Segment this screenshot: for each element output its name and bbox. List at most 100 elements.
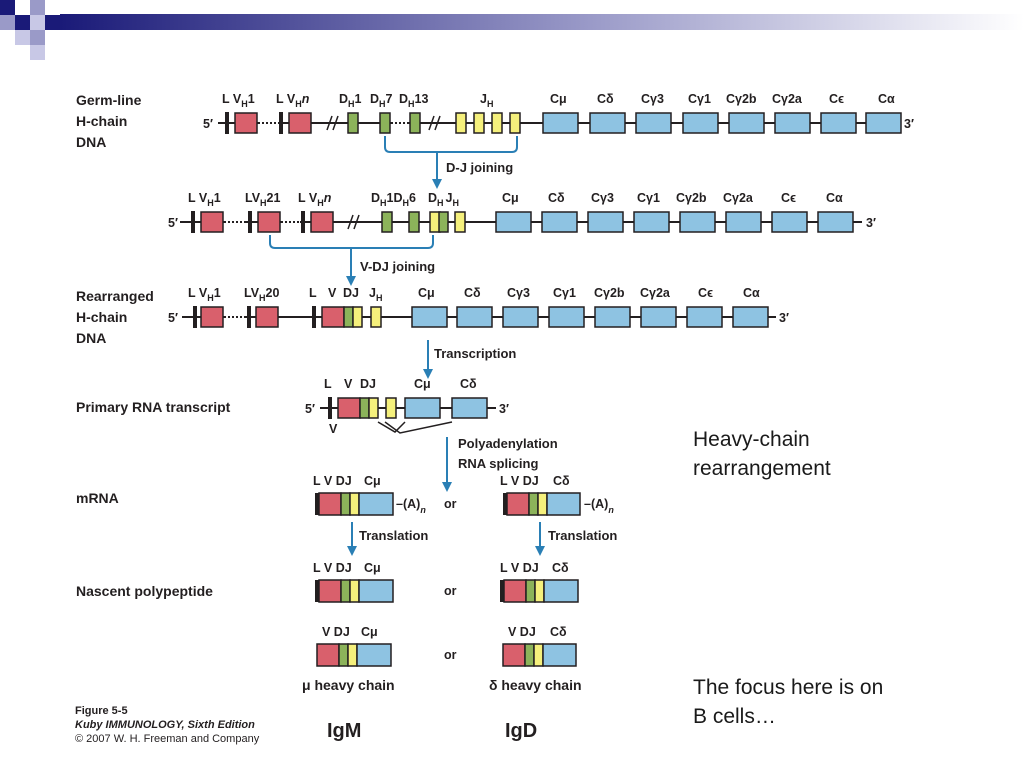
svg-text:Cϵ: Cϵ <box>698 286 713 300</box>
svg-text:L VH1: L VH1 <box>188 191 221 208</box>
svg-text:Cγ3: Cγ3 <box>591 191 614 205</box>
svg-text:μ heavy chain: μ heavy chain <box>302 677 395 693</box>
svg-text:DH1DH6: DH1DH6 <box>371 191 416 208</box>
transcription-label: Transcription <box>434 346 516 361</box>
or-label-heavy-chain: or <box>444 648 457 662</box>
svg-text:DH7: DH7 <box>370 92 393 109</box>
svg-text:L V DJ: L V DJ <box>313 561 352 575</box>
translation-connectors: Translation Translation <box>347 522 617 556</box>
dj-joining-connector: D-J joining <box>384 136 518 189</box>
isotype-igm-label: IgM <box>327 720 361 742</box>
svg-text:L VH1: L VH1 <box>222 92 255 109</box>
figure-source: Kuby IMMUNOLOGY, Sixth Edition <box>75 719 255 731</box>
svg-text:Cδ: Cδ <box>548 191 565 205</box>
polyadenylation-label: Polyadenylation <box>458 436 558 451</box>
mrna-mu: –(A)n L V DJ Cμ <box>313 474 426 516</box>
svg-text:DJ: DJ <box>343 286 359 300</box>
nascent-polypeptide-mu: L V DJ Cμ <box>313 561 394 603</box>
svg-text:Germ-line: Germ-line <box>76 92 142 108</box>
dj-joining-label: D-J joining <box>446 160 513 175</box>
svg-text:L V DJ: L V DJ <box>313 474 352 488</box>
svg-text:3′: 3′ <box>499 402 509 416</box>
processing-connectors: Polyadenylation RNA splicing <box>442 436 558 492</box>
svg-text:Cδ: Cδ <box>550 625 567 639</box>
mrna-delta: –(A)n L V DJ Cδ <box>500 474 614 516</box>
translation-label-delta: Translation <box>548 528 617 543</box>
svg-text:L VHn: L VHn <box>276 92 310 109</box>
heading-line-2: rearrangement <box>693 457 831 480</box>
svg-text:JH: JH <box>369 286 382 303</box>
svg-text:L VH1: L VH1 <box>188 286 221 303</box>
svg-text:Cϵ: Cϵ <box>829 92 844 106</box>
svg-text:3′: 3′ <box>904 117 914 131</box>
svg-text:Cγ2b: Cγ2b <box>726 92 757 106</box>
svg-text:Cμ: Cμ <box>361 625 378 639</box>
svg-text:Rearranged: Rearranged <box>76 288 154 304</box>
vdj-joining-connector: V-DJ joining <box>269 235 435 286</box>
svg-text:Cμ: Cμ <box>364 474 381 488</box>
svg-text:H-chain: H-chain <box>76 113 127 129</box>
svg-text:Cμ: Cμ <box>414 377 431 391</box>
svg-text:V: V <box>328 286 337 300</box>
svg-text:Cγ2a: Cγ2a <box>640 286 671 300</box>
germline-dna-strand: 5′ 3′ <box>203 112 914 134</box>
svg-text:5′: 5′ <box>203 117 213 131</box>
row-label-primary-rna: Primary RNA transcript <box>76 399 231 415</box>
svg-text:Cμ: Cμ <box>364 561 381 575</box>
slide-header-decoration <box>0 0 1024 60</box>
svg-text:–(A)n: –(A)n <box>396 497 426 515</box>
or-label-mrna: or <box>444 497 457 511</box>
svg-text:Cδ: Cδ <box>460 377 477 391</box>
svg-text:5′: 5′ <box>168 216 178 230</box>
svg-text:DNA: DNA <box>76 330 106 346</box>
svg-text:Cδ: Cδ <box>464 286 481 300</box>
svg-text:V: V <box>329 422 338 436</box>
heavy-chain-mu: V DJ Cμ μ heavy chain <box>302 625 395 693</box>
row-label-germline: Germ-line H-chain DNA <box>76 92 142 150</box>
svg-text:Cγ2b: Cγ2b <box>676 191 707 205</box>
nascent-polypeptide-delta: L V DJ Cδ <box>500 561 579 603</box>
svg-text:L: L <box>309 286 317 300</box>
svg-text:LVH21: LVH21 <box>245 191 280 208</box>
svg-text:DH13: DH13 <box>399 92 428 109</box>
svg-text:Cγ2b: Cγ2b <box>594 286 625 300</box>
row-label-nascent-polypeptide: Nascent polypeptide <box>76 583 213 599</box>
svg-text:Cα: Cα <box>743 286 760 300</box>
svg-text:DH1: DH1 <box>339 92 362 109</box>
svg-text:Cγ1: Cγ1 <box>553 286 576 300</box>
rearranged-segment-labels: L VH1 LVH20 L V DJ JH Cμ Cδ Cγ3 Cγ1 Cγ2b… <box>188 286 760 303</box>
or-label-polypeptide: or <box>444 584 457 598</box>
svg-text:V DJ: V DJ <box>508 625 536 639</box>
heavy-chain-delta: V DJ Cδ δ heavy chain <box>489 625 582 693</box>
germline-segment-labels: L VH1 L VHn DH1 DH7 DH13 JH Cμ Cδ Cγ3 Cγ… <box>222 92 895 109</box>
svg-text:δ heavy chain: δ heavy chain <box>489 677 582 693</box>
svg-text:H-chain: H-chain <box>76 309 127 325</box>
svg-text:5′: 5′ <box>305 402 315 416</box>
svg-text:Cα: Cα <box>878 92 895 106</box>
svg-text:5′: 5′ <box>168 311 178 325</box>
vdj-joining-label: V-DJ joining <box>360 259 435 274</box>
svg-text:Cμ: Cμ <box>550 92 567 106</box>
svg-text:Cγ3: Cγ3 <box>641 92 664 106</box>
svg-text:Cγ1: Cγ1 <box>688 92 711 106</box>
transcription-connector: Transcription <box>423 340 516 379</box>
svg-text:L V DJ: L V DJ <box>500 561 539 575</box>
svg-text:V: V <box>344 377 353 391</box>
svg-text:3′: 3′ <box>779 311 789 325</box>
svg-text:Cδ: Cδ <box>552 561 569 575</box>
svg-text:L V DJ: L V DJ <box>500 474 539 488</box>
svg-text:Cδ: Cδ <box>597 92 614 106</box>
svg-text:Cμ: Cμ <box>502 191 519 205</box>
svg-text:Cϵ: Cϵ <box>781 191 796 205</box>
dj-joined-dna-strand: 5′ 3′ <box>168 211 876 233</box>
svg-text:DNA: DNA <box>76 134 106 150</box>
svg-text:3′: 3′ <box>866 216 876 230</box>
svg-text:Cγ2a: Cγ2a <box>723 191 754 205</box>
focus-line-1: The focus here is on <box>693 676 884 699</box>
rna-splicing-label: RNA splicing <box>458 456 538 471</box>
svg-text:–(A)n: –(A)n <box>584 497 614 515</box>
rearranged-dna-strand: 5′ 3′ <box>168 306 789 328</box>
